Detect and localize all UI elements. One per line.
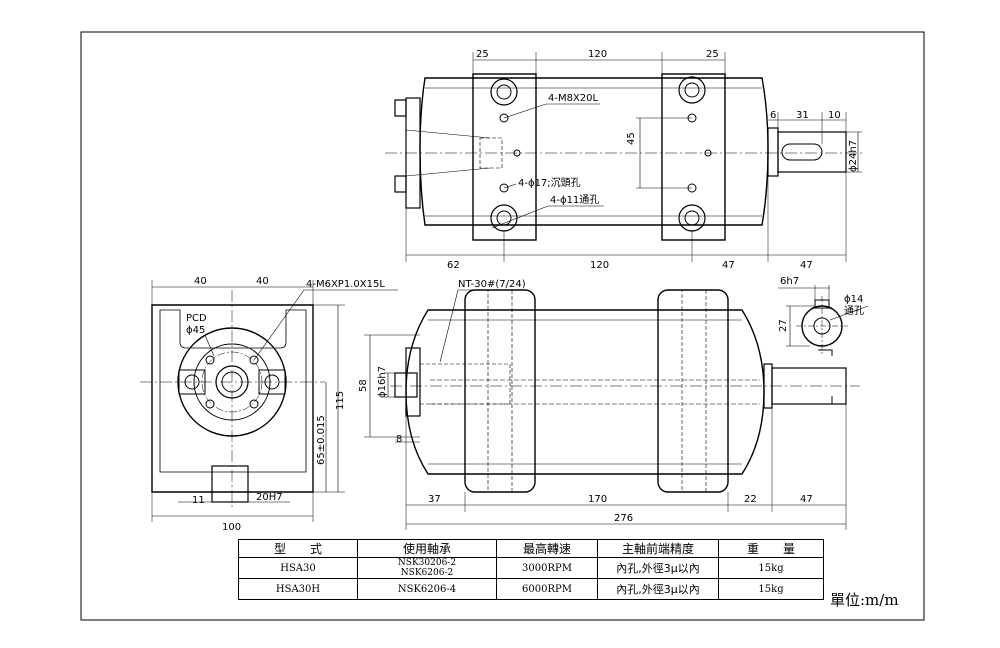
row2-rpm: 6000RPM <box>496 578 598 600</box>
end-dim-40-right: 40 <box>256 276 269 287</box>
side-view <box>364 289 860 530</box>
side-dim-58: 58 <box>358 379 369 392</box>
dim-top-25-left: 25 <box>476 49 489 60</box>
row2-model: HSA30H <box>238 578 358 600</box>
row1-model: HSA30 <box>238 557 358 579</box>
dim-top-120: 120 <box>588 49 607 60</box>
dim-right-6: 6 <box>770 110 776 121</box>
pcd-label: PCD <box>186 313 207 324</box>
callout-counterbore: 4-ϕ17;沉頭孔 <box>518 176 581 189</box>
side-dim-47: 47 <box>800 494 813 505</box>
row2-precision: 內孔,外徑3μ以內 <box>597 578 719 600</box>
dimension-labels: 25 120 25 62 120 47 47 6 31 10 45 ϕ24h7 … <box>186 49 864 533</box>
side-dim-37: 37 <box>428 494 441 505</box>
top-view <box>385 52 862 262</box>
unit-note: 單位:m/m <box>830 591 899 609</box>
header-precision: 主軸前端精度 <box>597 539 719 558</box>
dim-bottom-47a: 47 <box>722 260 735 271</box>
side-dim-8: 8 <box>396 434 402 445</box>
side-dim-170: 170 <box>588 494 607 505</box>
row1-bearing-a: NSK30206-2 <box>397 558 457 568</box>
header-weight: 重 量 <box>718 539 824 558</box>
side-callout-nt30: NT-30#(7/24) <box>458 279 526 290</box>
row1-rpm: 3000RPM <box>496 557 598 579</box>
callout-through-hole: 4-ϕ11通孔 <box>550 194 599 206</box>
end-callout-m6: 4-M6XP1.0X15L <box>306 279 385 290</box>
end-dim-100: 100 <box>222 522 241 533</box>
dim-bottom-62: 62 <box>447 260 460 271</box>
end-view <box>140 280 398 522</box>
table-row: HSA30H NSK6206-4 6000RPM 內孔,外徑3μ以內 15kg <box>238 578 824 600</box>
row2-weight: 15kg <box>718 578 824 600</box>
row2-bearing: NSK6206-4 <box>357 578 497 600</box>
side-dim-276: 276 <box>614 513 633 524</box>
header-model: 型 式 <box>238 539 358 558</box>
row1-precision: 內孔,外徑3μ以內 <box>597 557 719 579</box>
end-dim-11: 11 <box>192 495 205 506</box>
spec-header-row: 型 式 使用軸承 最高轉速 主軸前端精度 重 量 <box>238 539 824 558</box>
shaft-hole-dia: ϕ14 <box>844 294 863 305</box>
shaft-key-width: 6h7 <box>780 276 799 287</box>
side-dim-bore: ϕ16h7 <box>377 366 388 398</box>
dim-bottom-47b: 47 <box>800 260 813 271</box>
end-dim-40-left: 40 <box>194 276 207 287</box>
row1-bearing: NSK30206-2 NSK6206-2 <box>357 557 497 579</box>
dim-shaft-diameter: ϕ24h7 <box>848 140 859 172</box>
sheet-border <box>80 31 925 621</box>
side-dim-22: 22 <box>744 494 757 505</box>
dim-right-10: 10 <box>828 110 841 121</box>
shaft-dim-27: 27 <box>778 319 789 332</box>
shaft-hole-note: 通孔 <box>844 305 864 317</box>
dim-vertical-45: 45 <box>626 132 637 145</box>
shaft-section <box>778 285 869 404</box>
spec-table: 型 式 使用軸承 最高轉速 主軸前端精度 重 量 HSA30 NSK30206-… <box>238 539 824 600</box>
row1-bearing-b: NSK6206-2 <box>400 568 454 578</box>
dim-bottom-120: 120 <box>590 260 609 271</box>
dim-right-31: 31 <box>796 110 809 121</box>
table-row: HSA30 NSK30206-2 NSK6206-2 3000RPM 內孔,外徑… <box>238 557 824 579</box>
header-max-speed: 最高轉速 <box>496 539 598 558</box>
end-dim-115: 115 <box>335 391 346 410</box>
header-bearing: 使用軸承 <box>357 539 497 558</box>
pcd-value: ϕ45 <box>186 325 205 336</box>
end-dim-20h7: 20H7 <box>256 492 283 503</box>
callout-m8: 4-M8X20L <box>548 93 599 104</box>
dim-top-25-right: 25 <box>706 49 719 60</box>
end-dim-65: 65±0.015 <box>316 415 327 465</box>
row1-weight: 15kg <box>718 557 824 579</box>
